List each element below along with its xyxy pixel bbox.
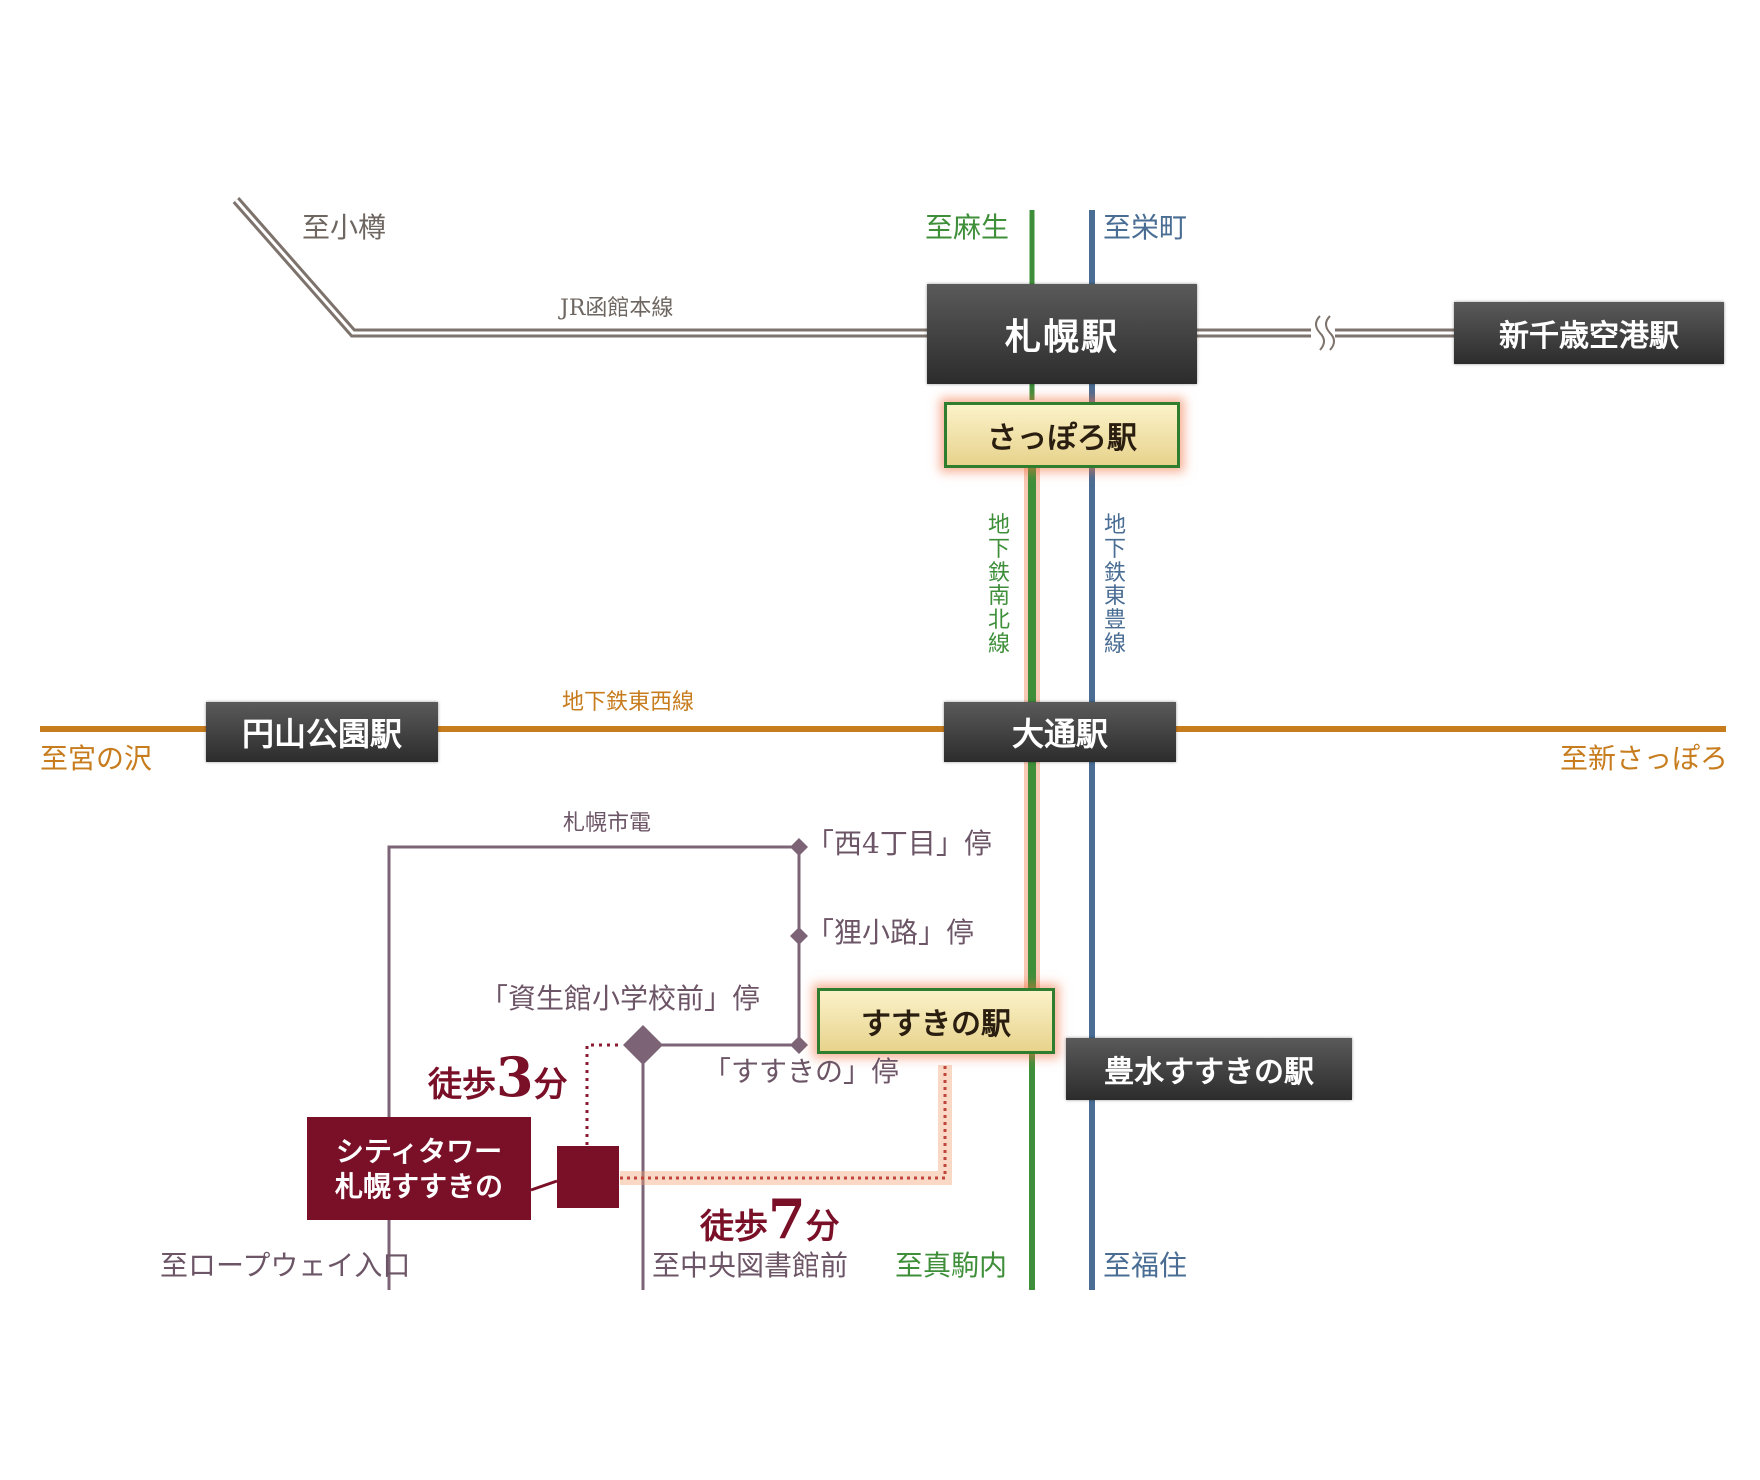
walk-route-subway bbox=[620, 1065, 947, 1180]
property-name-line2: 札幌すすきの bbox=[334, 1169, 503, 1203]
walk-time-streetcar: 徒歩3分 bbox=[428, 1045, 568, 1109]
label-toho-line: 地下鉄東豊線 bbox=[1103, 513, 1126, 657]
label-streetcar: 札幌市電 bbox=[563, 811, 652, 836]
direction-asabu: 至麻生 bbox=[925, 211, 1010, 244]
jr-hakodate-line bbox=[232, 197, 1460, 351]
station-odori[interactable]: 大通駅 bbox=[944, 702, 1176, 762]
direction-ropeway: 至ロープウェイ入口 bbox=[160, 1249, 411, 1282]
direction-makomanai: 至真駒内 bbox=[895, 1249, 1008, 1282]
station-sapporo-jr[interactable]: 札幌駅 bbox=[927, 284, 1197, 384]
walk-minutes-3: 3 bbox=[496, 1045, 534, 1109]
station-maruyama-koen[interactable]: 円山公園駅 bbox=[206, 702, 438, 762]
property-name-line1: シティタワー bbox=[335, 1134, 503, 1168]
walk-minutes-7: 7 bbox=[768, 1187, 806, 1251]
label-jr-hakodate: JR函館本線 bbox=[560, 296, 674, 321]
walk-prefix: 徒歩 bbox=[428, 1065, 496, 1105]
property-marker bbox=[557, 1146, 619, 1208]
station-hosui-susukino[interactable]: 豊水すすきの駅 bbox=[1066, 1038, 1352, 1100]
walk-unit: 分 bbox=[805, 1207, 840, 1247]
stop-nishi4: 「西4丁目」停 bbox=[806, 827, 992, 860]
direction-miyanosawa: 至宮の沢 bbox=[40, 742, 153, 775]
property-box[interactable]: シティタワー 札幌すすきの bbox=[307, 1117, 531, 1220]
stop-tanukikoji: 「狸小路」停 bbox=[806, 916, 975, 949]
walk-time-subway: 徒歩7分 bbox=[700, 1187, 840, 1251]
stop-shiseikan: 「資生館小学校前」停 bbox=[480, 982, 761, 1015]
property-pointer bbox=[530, 1179, 558, 1192]
direction-shin-sapporo: 至新さっぽろ bbox=[1560, 742, 1729, 775]
station-new-chitose[interactable]: 新千歳空港駅 bbox=[1454, 302, 1724, 364]
label-namboku-line: 地下鉄南北線 bbox=[987, 513, 1010, 657]
streetcar-stop-markers bbox=[623, 838, 808, 1065]
direction-fukuzumi: 至福住 bbox=[1103, 1249, 1188, 1282]
walk-unit: 分 bbox=[533, 1065, 568, 1105]
direction-sakaemachi: 至栄町 bbox=[1103, 211, 1188, 244]
station-susukino[interactable]: すすきの駅 bbox=[817, 988, 1055, 1054]
streetcar-line bbox=[387, 845, 801, 1290]
label-tozai-line: 地下鉄東西線 bbox=[562, 690, 695, 715]
station-sapporo-subway[interactable]: さっぽろ駅 bbox=[944, 402, 1180, 468]
walk-route-streetcar bbox=[585, 1043, 621, 1145]
direction-library: 至中央図書館前 bbox=[652, 1249, 849, 1282]
stop-susukino: 「すすきの」停 bbox=[703, 1055, 900, 1088]
direction-otaru: 至小樽 bbox=[302, 211, 387, 244]
walk-prefix: 徒歩 bbox=[700, 1207, 768, 1247]
